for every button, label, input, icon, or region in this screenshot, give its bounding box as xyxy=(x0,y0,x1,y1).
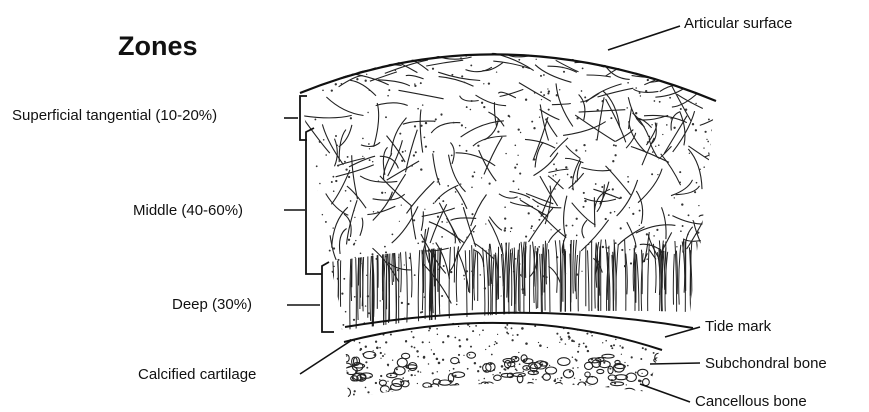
label-tide-mark: Tide mark xyxy=(705,319,771,334)
label-subchondral-bone: Subchondral bone xyxy=(705,356,827,371)
leader-calcified xyxy=(300,340,352,374)
bracket-middle xyxy=(306,128,322,274)
leader-subchondral xyxy=(650,363,700,364)
leader-articular xyxy=(608,26,680,50)
label-calcified-cartilage: Calcified cartilage xyxy=(138,367,256,382)
bone-texture xyxy=(342,304,667,404)
label-cancellous-bone: Cancellous bone xyxy=(695,394,807,409)
leader-tide xyxy=(665,327,700,337)
zones-title: Zones xyxy=(118,33,198,60)
label-middle: Middle (40-60%) xyxy=(133,203,243,218)
label-articular-surface: Articular surface xyxy=(684,16,792,31)
label-superficial-tangential: Superficial tangential (10-20%) xyxy=(12,108,217,123)
tide-mark-line xyxy=(345,313,693,328)
label-deep: Deep (30%) xyxy=(172,297,252,312)
leader-cancellous xyxy=(640,384,690,402)
zone-brackets xyxy=(300,96,334,332)
